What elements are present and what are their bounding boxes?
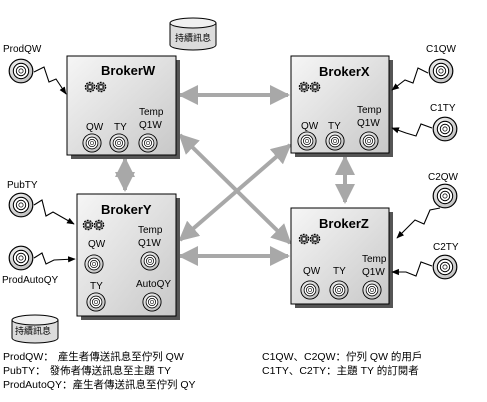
arrow-c1ty	[391, 123, 433, 137]
arrow-prodqw	[33, 66, 67, 95]
queue-qw-icon	[84, 254, 104, 274]
broker-w: BrokerW QW TY Temp Q1W	[66, 55, 180, 159]
queue-qw-icon	[300, 280, 320, 300]
gear-icon	[309, 81, 321, 93]
temp-queue-label: Q1W	[357, 118, 380, 129]
temp-queue-label: Q1W	[138, 238, 161, 249]
temp-queue-icon	[138, 133, 158, 153]
client-pubty-icon	[8, 192, 34, 218]
queue-label-ty: TY	[90, 281, 103, 292]
topic-ty-icon	[325, 131, 345, 151]
client-c2qw-icon	[432, 183, 458, 209]
topic-ty-icon	[329, 280, 349, 300]
client-prodautoqy-label: ProdAutoQY	[2, 275, 58, 286]
legend-consumers: C1QW、C2QW：佇列 QW 的用戶	[262, 350, 422, 363]
legend-prodqw: ProdQW：產生者傳送訊息至佇列 QW	[3, 350, 184, 363]
client-prodqw-label: ProdQW	[3, 44, 42, 55]
legend-prodautoqy: ProdAutoQY：產生者傳送訊息至佇列 QY	[3, 378, 196, 391]
broker-x: BrokerX QW TY Temp Q1W	[290, 55, 393, 157]
temp-label: Temp	[362, 254, 387, 265]
temp-label: Temp	[357, 105, 382, 116]
client-c1qw-label: C1QW	[426, 44, 457, 55]
queue-label-qw: QW	[86, 122, 104, 133]
queue-qw-icon	[297, 131, 317, 151]
legend-subscribers: C1TY、C2TY：主題 TY 的訂閱者	[262, 364, 419, 377]
gear-icon	[95, 81, 107, 93]
client-c2ty-icon	[432, 254, 458, 280]
broker-y: BrokerY QW Temp Q1W TY AutoQY	[76, 193, 180, 320]
temp-queue-label: Q1W	[139, 120, 162, 131]
storage-top: 持續訊息	[169, 17, 217, 51]
temp-label: Temp	[138, 225, 163, 236]
storage-bottom: 持續訊息	[11, 314, 59, 344]
queue-autoqy-icon	[142, 292, 162, 312]
client-c1qw-icon	[428, 58, 454, 84]
client-prodautoqy-icon	[8, 245, 34, 271]
client-c1ty-label: C1TY	[430, 103, 456, 114]
queue-label-qw: QW	[88, 239, 106, 250]
topic-ty-icon	[86, 292, 106, 312]
client-pubty-label: PubTY	[7, 180, 38, 191]
queue-label-ty: TY	[114, 122, 127, 133]
gear-icon	[84, 81, 96, 93]
queue-label-qw: QW	[301, 121, 319, 132]
storage-label: 持續訊息	[175, 32, 211, 43]
queue-label-ty: TY	[328, 121, 341, 132]
gear-icon	[298, 81, 310, 93]
gear-icon	[309, 233, 321, 245]
queue-label-qw: QW	[303, 266, 321, 277]
temp-queue-label: Q1W	[362, 267, 385, 278]
gear-icon	[93, 219, 105, 231]
broker-y-title: BrokerY	[101, 202, 152, 217]
client-c1ty-icon	[432, 116, 458, 142]
arrow-c2ty	[391, 261, 433, 277]
queue-qw-icon	[82, 133, 102, 153]
link-y-x	[178, 143, 292, 242]
topic-ty-icon	[109, 133, 129, 153]
broker-x-title: BrokerX	[319, 64, 370, 79]
temp-queue-icon	[359, 131, 379, 151]
arrow-c2qw	[396, 207, 441, 239]
client-c2ty-label: C2TY	[433, 242, 459, 253]
queue-label-ty: TY	[333, 266, 346, 277]
legend-pubty: PubTY：發佈者傳送訊息至主題 TY	[3, 364, 171, 377]
broker-links	[115, 85, 355, 266]
storage-label: 持續訊息	[15, 325, 51, 336]
broker-w-title: BrokerW	[101, 63, 156, 78]
message-arrows	[33, 66, 441, 277]
broker-z: BrokerZ QW TY Temp Q1W	[290, 207, 393, 308]
queue-label-autoqy: AutoQY	[136, 279, 171, 290]
temp-queue-icon	[140, 251, 160, 271]
gear-icon	[298, 233, 310, 245]
arrow-c1qw	[391, 67, 429, 91]
temp-label: Temp	[139, 107, 164, 118]
client-prodqw-icon	[8, 58, 34, 84]
client-c2qw-label: C2QW	[428, 172, 459, 183]
arrow-pubty	[33, 199, 75, 225]
gear-icon	[82, 219, 94, 231]
temp-queue-icon	[362, 280, 382, 300]
legend: ProdQW：產生者傳送訊息至佇列 QW PubTY：發佈者傳送訊息至主題 TY…	[3, 350, 422, 391]
broker-z-title: BrokerZ	[319, 216, 369, 231]
arrow-prodautoqy	[33, 252, 76, 265]
